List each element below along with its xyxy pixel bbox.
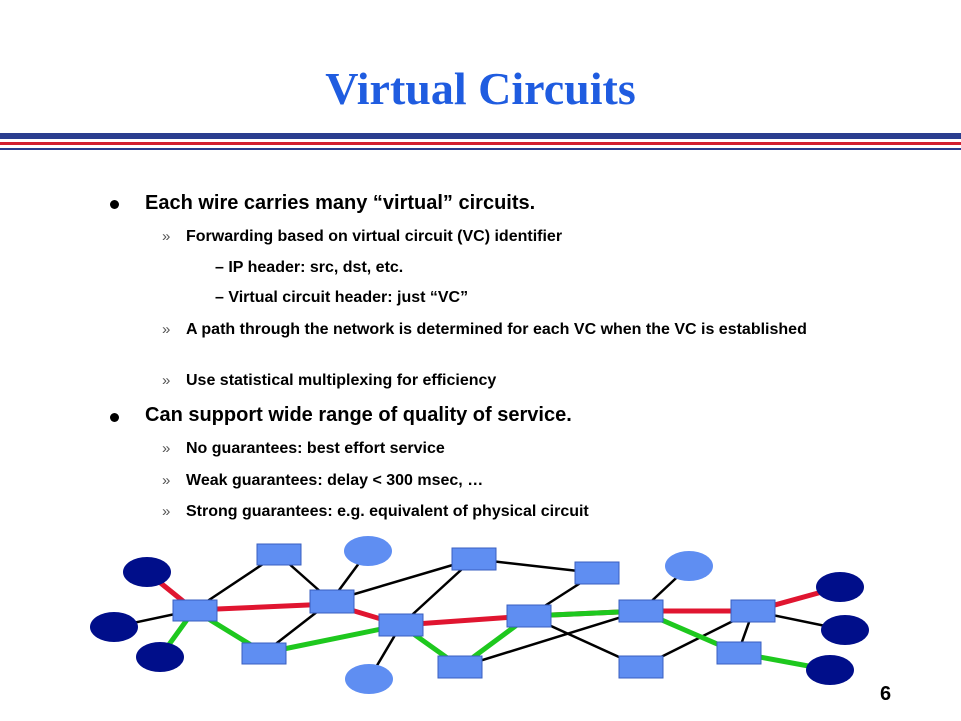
host: [806, 655, 854, 685]
host: [665, 551, 713, 581]
host: [90, 612, 138, 642]
sub-marker: »: [162, 503, 171, 520]
sub-marker: »: [162, 321, 171, 338]
router: [730, 599, 776, 623]
routers: [172, 543, 776, 679]
router: [574, 561, 620, 585]
sub-sub-bullet-1: – IP header: src, dst, etc.: [215, 259, 404, 276]
sub-bullet-2-1: No guarantees: best effort service: [186, 440, 445, 457]
router: [309, 589, 355, 614]
sub-sub-bullet-2: – Virtual circuit header: just “VC”: [215, 289, 469, 306]
link: [330, 557, 474, 603]
router: [618, 655, 664, 679]
title-rule-blue: [0, 133, 961, 139]
sub-bullet-2-2: Weak guarantees: delay < 300 msec, …: [186, 472, 484, 489]
host: [821, 615, 869, 645]
page-number: 6: [880, 683, 892, 705]
bullet-2: Can support wide range of quality of ser…: [145, 404, 572, 426]
router: [172, 599, 218, 622]
sub-marker: »: [162, 472, 171, 489]
router: [437, 655, 483, 679]
sub-bullet-1-2: A path through the network is determined…: [186, 321, 807, 338]
hosts: [90, 536, 869, 694]
title-rule-red: [0, 142, 961, 145]
title-rule-thin: [0, 148, 961, 150]
sub-bullet-1-1: Forwarding based on virtual circuit (VC)…: [186, 228, 563, 245]
host: [136, 642, 184, 672]
router: [241, 642, 287, 665]
bullet-dot: [110, 200, 119, 209]
host: [123, 557, 171, 587]
host: [344, 536, 392, 566]
sub-marker: »: [162, 228, 171, 245]
sub-bullet-1-3: Use statistical multiplexing for efficie…: [186, 372, 497, 389]
sub-marker: »: [162, 372, 171, 389]
router: [618, 599, 664, 623]
sub-marker: »: [162, 440, 171, 457]
bullet-dot: [110, 413, 119, 422]
router: [256, 543, 302, 566]
bullet-1: Each wire carries many “virtual” circuit…: [145, 192, 536, 214]
page-title: Virtual Circuits: [325, 63, 636, 114]
sub-bullet-2-3: Strong guarantees: e.g. equivalent of ph…: [186, 503, 589, 520]
link: [459, 609, 642, 669]
host: [345, 664, 393, 694]
bullet-list: Each wire carries many “virtual” circuit…: [110, 192, 807, 520]
router: [716, 641, 762, 665]
router: [451, 547, 497, 571]
host: [816, 572, 864, 602]
router: [506, 604, 552, 628]
network-diagram: [90, 536, 869, 694]
router: [378, 613, 424, 637]
